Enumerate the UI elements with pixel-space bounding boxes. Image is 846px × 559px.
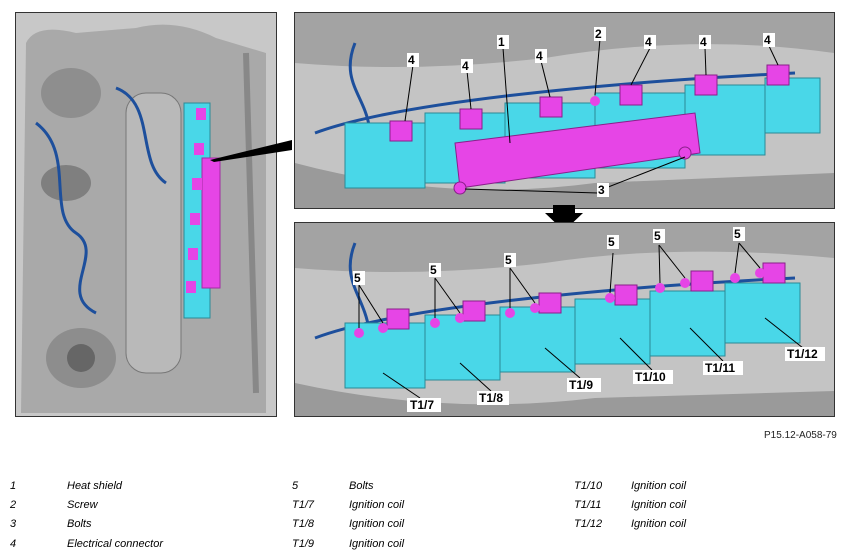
legend-key: T1/10	[574, 480, 603, 492]
callout-4d: 4	[630, 35, 656, 86]
svg-text:T1/11: T1/11	[705, 361, 735, 375]
callout-4f: 4	[763, 33, 779, 66]
svg-text:T1/8: T1/8	[479, 391, 503, 405]
legend-text: Electrical connector	[67, 538, 163, 550]
svg-text:4: 4	[645, 35, 652, 49]
svg-text:5: 5	[505, 253, 512, 267]
legend-text: Ignition coil	[349, 499, 405, 511]
callout-4a: 4	[404, 53, 419, 122]
svg-text:T1/10: T1/10	[635, 370, 666, 384]
svg-text:4: 4	[408, 53, 415, 67]
svg-text:4: 4	[462, 59, 469, 73]
legend-key: T1/7	[292, 499, 315, 511]
svg-text:5: 5	[430, 263, 437, 277]
legend-key: T1/9	[292, 538, 315, 550]
svg-text:4: 4	[536, 49, 543, 63]
legend-text: Ignition coil	[631, 518, 687, 530]
legend-text: Bolts	[349, 480, 374, 492]
overview-panel	[15, 12, 277, 417]
svg-text:4: 4	[700, 35, 707, 49]
svg-text:5: 5	[734, 227, 741, 241]
legend-text: Ignition coil	[349, 538, 405, 550]
legend-key: T1/12	[574, 518, 603, 530]
figure-code: P15.12-A058-79	[764, 430, 837, 441]
engine-overview-illustration	[16, 13, 276, 416]
svg-text:5: 5	[608, 235, 615, 249]
callout-5f: 5	[733, 227, 761, 274]
callout-3: 3	[464, 156, 686, 197]
callout-1: 1	[497, 35, 511, 144]
zoom-pointer	[210, 140, 292, 162]
legend-text: Screw	[67, 499, 98, 511]
callout-5e: 5	[653, 229, 686, 284]
legend-key: 3	[10, 518, 17, 530]
down-arrow-icon	[545, 205, 583, 231]
legend-text: Ignition coil	[631, 480, 687, 492]
legend-key: 2	[10, 499, 17, 511]
top-detail-panel: 4 4 4 1 2 4 4 4 3	[294, 12, 835, 209]
legend-text: Bolts	[67, 518, 92, 530]
heat-shield-view: 4 4 4 1 2 4 4 4 3	[295, 13, 834, 208]
legend-key: 1	[10, 480, 17, 492]
callout-4e: 4	[699, 35, 711, 76]
legend-key: 4	[10, 538, 17, 550]
bottom-detail-panel: 5 5 5 5 5 5 T1/7 T1/8 T1/9 T1/10 T1/11 T…	[294, 222, 835, 417]
svg-text:2: 2	[595, 27, 602, 41]
svg-text:1: 1	[498, 35, 505, 49]
coil-label-t1-12: T1/12	[764, 317, 825, 361]
legend-text: Heat shield	[67, 480, 123, 492]
callout-5a: 5	[353, 271, 384, 328]
ignition-coil-view: 5 5 5 5 5 5 T1/7 T1/8 T1/9 T1/10 T1/11 T…	[295, 223, 834, 416]
coil-label-t1-11: T1/11	[689, 327, 743, 375]
callout-5b: 5	[429, 263, 461, 318]
coil-label-t1-9: T1/9	[544, 347, 601, 392]
callout-5d: 5	[607, 235, 619, 294]
coil-label-t1-7: T1/7	[382, 372, 441, 412]
svg-text:5: 5	[654, 229, 661, 243]
callout-2: 2	[594, 27, 606, 96]
svg-text:T1/9: T1/9	[569, 378, 593, 392]
svg-text:T1/7: T1/7	[410, 398, 434, 412]
svg-text:5: 5	[354, 271, 361, 285]
svg-text:3: 3	[598, 183, 605, 197]
legend-key: 5	[292, 480, 299, 492]
coil-label-t1-10: T1/10	[619, 337, 673, 384]
callout-5c: 5	[504, 253, 536, 308]
svg-text:4: 4	[764, 33, 771, 47]
legend-key: T1/8	[292, 518, 315, 530]
callout-4b: 4	[461, 59, 473, 110]
legend-key: T1/11	[574, 499, 602, 511]
callout-4c: 4	[535, 49, 551, 98]
coil-label-t1-8: T1/8	[459, 362, 509, 405]
svg-text:T1/12: T1/12	[787, 347, 818, 361]
legend-text: Ignition coil	[631, 499, 687, 511]
legend-text: Ignition coil	[349, 518, 405, 530]
